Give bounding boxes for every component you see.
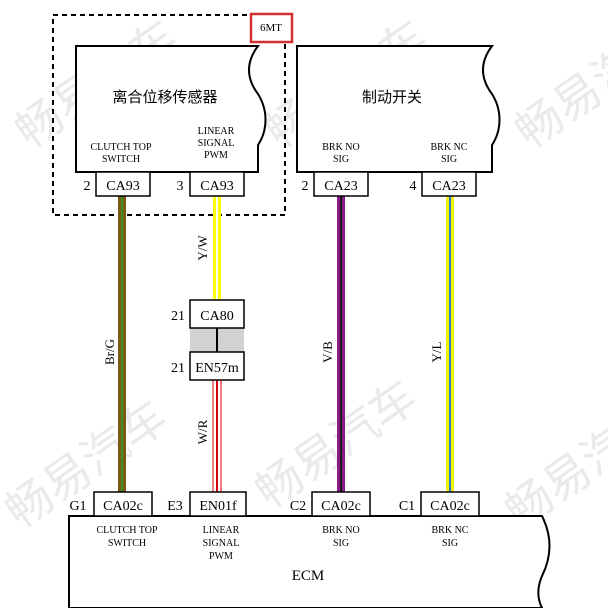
connector-box: [93, 491, 153, 517]
connector-ecm-g1: G1 CA02c: [69, 491, 153, 517]
wire-stripe: [449, 196, 451, 492]
pin-signal-label: SIGNAL: [198, 138, 235, 149]
pin-signal-label: SIG: [333, 538, 349, 549]
connector-box: [189, 171, 245, 197]
pin-number: C2: [290, 499, 306, 514]
connector-ecm-c1: C1 CA02c: [399, 491, 480, 517]
connector-id: CA80: [200, 309, 233, 324]
pin-signal-label: SWITCH: [108, 538, 146, 549]
connector-id: CA93: [106, 179, 139, 194]
wire-stripe: [121, 196, 123, 492]
pin-number: 4: [410, 179, 417, 194]
connector-clutch-pin3: 3 CA93: [177, 171, 245, 197]
pin-number: 2: [302, 179, 309, 194]
pin-number: 21: [171, 309, 185, 324]
wire-br-g: [118, 196, 126, 492]
pin-signal-label: PWM: [209, 551, 233, 562]
pin-signal-label: BRK NO: [322, 142, 360, 153]
wire-stripe: [216, 196, 218, 300]
connector-id: EN01f: [199, 499, 237, 514]
brake-switch-body: [296, 45, 501, 173]
pin-signal-label: SIG: [333, 154, 349, 165]
pin-signal-label: CLUTCH TOP: [90, 142, 151, 153]
pin-signal-label: SIG: [441, 154, 457, 165]
connector-id: CA93: [200, 179, 233, 194]
connector-id: CA02c: [321, 499, 361, 514]
wire-w-r: [212, 379, 222, 493]
connector-id: CA02c: [103, 499, 143, 514]
watermark-text: 畅易汽车: [505, 9, 608, 159]
wire-y-w: [213, 196, 221, 300]
connector-id: CA23: [324, 179, 357, 194]
brake-switch-title: 制动开关: [362, 88, 422, 106]
wire-v-b: [337, 196, 345, 492]
pin-signal-label: PWM: [204, 150, 228, 161]
wire-y-l: [446, 196, 454, 492]
connector-brake-pin4: 4 CA23: [410, 171, 477, 197]
pin-number: C1: [399, 499, 415, 514]
pin-signal-label: BRK NC: [431, 142, 468, 153]
clutch-sensor-body: [75, 45, 267, 173]
wire-stripe: [216, 380, 218, 492]
pin-signal-label: LINEAR: [198, 126, 235, 137]
ecm-title: ECM: [292, 568, 325, 584]
connector-box: [189, 299, 245, 329]
inline-connector: 21 CA80 21 EN57m: [171, 299, 245, 381]
connector-box: [311, 491, 371, 517]
pin-number: E3: [167, 499, 183, 514]
pin-number: 21: [171, 361, 185, 376]
connector-id: CA23: [432, 179, 465, 194]
pin-signal-label: SWITCH: [102, 154, 140, 165]
wire-stripe: [340, 196, 342, 492]
connector-ecm-c2: C2 CA02c: [290, 491, 371, 517]
connector-ecm-e3: E3 EN01f: [167, 491, 247, 517]
pin-signal-label: LINEAR: [203, 525, 240, 536]
clutch-sensor-title: 离合位移传感器: [112, 88, 217, 106]
pin-signal-label: BRK NO: [322, 525, 360, 536]
variant-tag-box: [249, 12, 294, 44]
pin-number: 2: [84, 179, 91, 194]
pin-signal-label: BRK NC: [432, 525, 469, 536]
wire-label: W/R: [195, 419, 210, 444]
connector-box: [189, 351, 245, 381]
pin-number: G1: [69, 499, 86, 514]
connector-brake-pin2: 2 CA23: [302, 171, 369, 197]
pin-signal-label: SIGNAL: [203, 538, 240, 549]
connector-box: [313, 171, 369, 197]
wire-label: Y/L: [429, 341, 444, 362]
connector-id: EN57m: [195, 361, 239, 376]
connector-box: [420, 491, 480, 517]
connector-clutch-pin2: 2 CA93: [84, 171, 151, 197]
pin-number: 3: [177, 179, 184, 194]
connector-box: [95, 171, 151, 197]
wire-label: V/B: [320, 341, 335, 363]
connector-box: [421, 171, 477, 197]
wire-label: Y/W: [195, 235, 210, 261]
pin-signal-label: CLUTCH TOP: [96, 525, 157, 536]
ecm-body: [68, 515, 551, 608]
wire-label: Br/G: [102, 339, 117, 365]
connector-box: [189, 491, 247, 517]
pin-signal-label: SIG: [442, 538, 458, 549]
connector-id: CA02c: [430, 499, 470, 514]
variant-tag: 6MT: [260, 22, 282, 34]
